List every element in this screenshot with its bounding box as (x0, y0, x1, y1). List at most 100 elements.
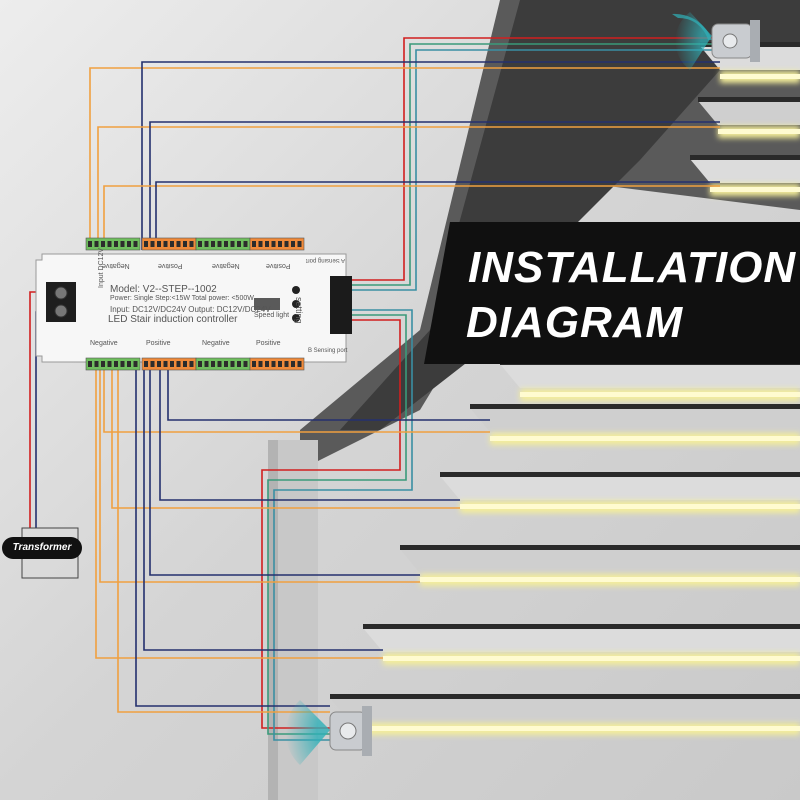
terminal-screw (297, 241, 302, 247)
terminal-screw (230, 361, 235, 367)
terminal-screw (127, 241, 131, 247)
terminal-screw (237, 241, 241, 247)
positive-label-top-2: Positive (266, 262, 291, 269)
controller-model: Model: V2--STEP--1002 (110, 284, 217, 295)
terminal-block (141, 357, 197, 371)
terminal-screw (211, 361, 215, 367)
terminal-screw (265, 361, 269, 367)
terminal-screw (252, 241, 256, 247)
terminal-screw (258, 241, 263, 247)
terminal-screw (150, 241, 155, 247)
positive-label-top-1: Positive (158, 262, 183, 269)
terminal-screw (133, 241, 138, 247)
terminal-block (85, 357, 141, 371)
terminal-screw (204, 361, 209, 367)
setting-button-2[interactable] (292, 300, 300, 308)
power-screw-1 (54, 286, 68, 300)
terminal-screw (170, 241, 174, 247)
terminal-screw (101, 241, 105, 247)
title-panel (424, 222, 800, 364)
terminal-screw (252, 361, 256, 367)
led-strip (490, 436, 800, 441)
wire (352, 43, 712, 286)
terminal-screw (183, 241, 187, 247)
positive-label-bottom-2: Positive (256, 340, 281, 347)
wire (141, 61, 720, 250)
wire (89, 67, 720, 250)
terminal-screw (144, 241, 148, 247)
terminal-screw (271, 241, 276, 247)
stair-nosing (470, 404, 800, 409)
wire (103, 366, 490, 433)
stair-tread (690, 159, 800, 183)
negative-label-bottom-1: Negative (90, 340, 118, 347)
sensor-lens-bottom (339, 722, 357, 740)
negative-label-top-2: Negative (212, 262, 240, 269)
led-strip (383, 656, 800, 661)
stair-nosing (330, 694, 800, 699)
terminal-screw (163, 241, 168, 247)
terminal-screw (176, 361, 181, 367)
controller-name: LED Stair induction controller (108, 314, 238, 325)
terminal-screw (107, 241, 112, 247)
terminal-screw (204, 241, 209, 247)
terminal-screw (278, 241, 282, 247)
terminal-screw (297, 361, 302, 367)
wire (143, 366, 383, 651)
sensing-port-a-label: A Sensing port (306, 257, 346, 263)
terminal-screw (230, 241, 235, 247)
terminal-block (195, 237, 251, 251)
terminal-screw (183, 361, 187, 367)
stair-tread (440, 476, 800, 500)
terminal-screw (120, 241, 125, 247)
speed-light-display (254, 298, 280, 310)
terminal-screw (107, 361, 112, 367)
terminal-screw (217, 241, 222, 247)
terminal-block (85, 237, 141, 251)
setting-button-1[interactable] (292, 286, 300, 294)
stair-tread (363, 628, 800, 652)
positive-label-bottom-1: Positive (146, 340, 171, 347)
terminal-screw (291, 241, 295, 247)
stair-tread (698, 101, 800, 125)
led-strip (420, 577, 800, 582)
wire (103, 185, 720, 250)
led-strip (350, 726, 800, 731)
led-strip (718, 129, 800, 134)
terminal-screw (224, 241, 228, 247)
wire (135, 366, 330, 707)
terminal-screw (176, 241, 181, 247)
controller-io: Input: DC12V/DC24V Output: DC12V/DC24V (110, 305, 271, 314)
terminal-screw (189, 241, 194, 247)
terminal-screw (284, 361, 289, 367)
terminal-block (249, 237, 305, 251)
wire (155, 181, 720, 250)
terminal-screw (127, 361, 131, 367)
setting-button-3[interactable] (292, 314, 300, 322)
terminal-screw (211, 241, 215, 247)
terminal-screw (120, 361, 125, 367)
terminal-screw (144, 361, 148, 367)
stair-controller (35, 237, 352, 371)
terminal-block (141, 237, 197, 251)
stair-nosing (698, 97, 800, 102)
bottom-motion-sensor (285, 700, 372, 765)
wire (117, 366, 330, 713)
wire (352, 49, 712, 291)
terminal-screw (101, 361, 105, 367)
terminal-screw (291, 361, 295, 367)
terminal-block (249, 357, 305, 371)
wire (159, 366, 460, 501)
wire (352, 37, 712, 281)
led-strip (460, 504, 800, 509)
wire (149, 121, 720, 250)
terminal-screw (198, 241, 202, 247)
terminal-screw (114, 361, 118, 367)
terminal-screw (198, 361, 202, 367)
terminal-screw (133, 361, 138, 367)
sensor-wave-bottom (285, 700, 330, 765)
terminal-block (195, 357, 251, 371)
terminal-screw (284, 241, 289, 247)
led-strip (720, 74, 800, 79)
transformer-label: Transformer (2, 537, 82, 559)
